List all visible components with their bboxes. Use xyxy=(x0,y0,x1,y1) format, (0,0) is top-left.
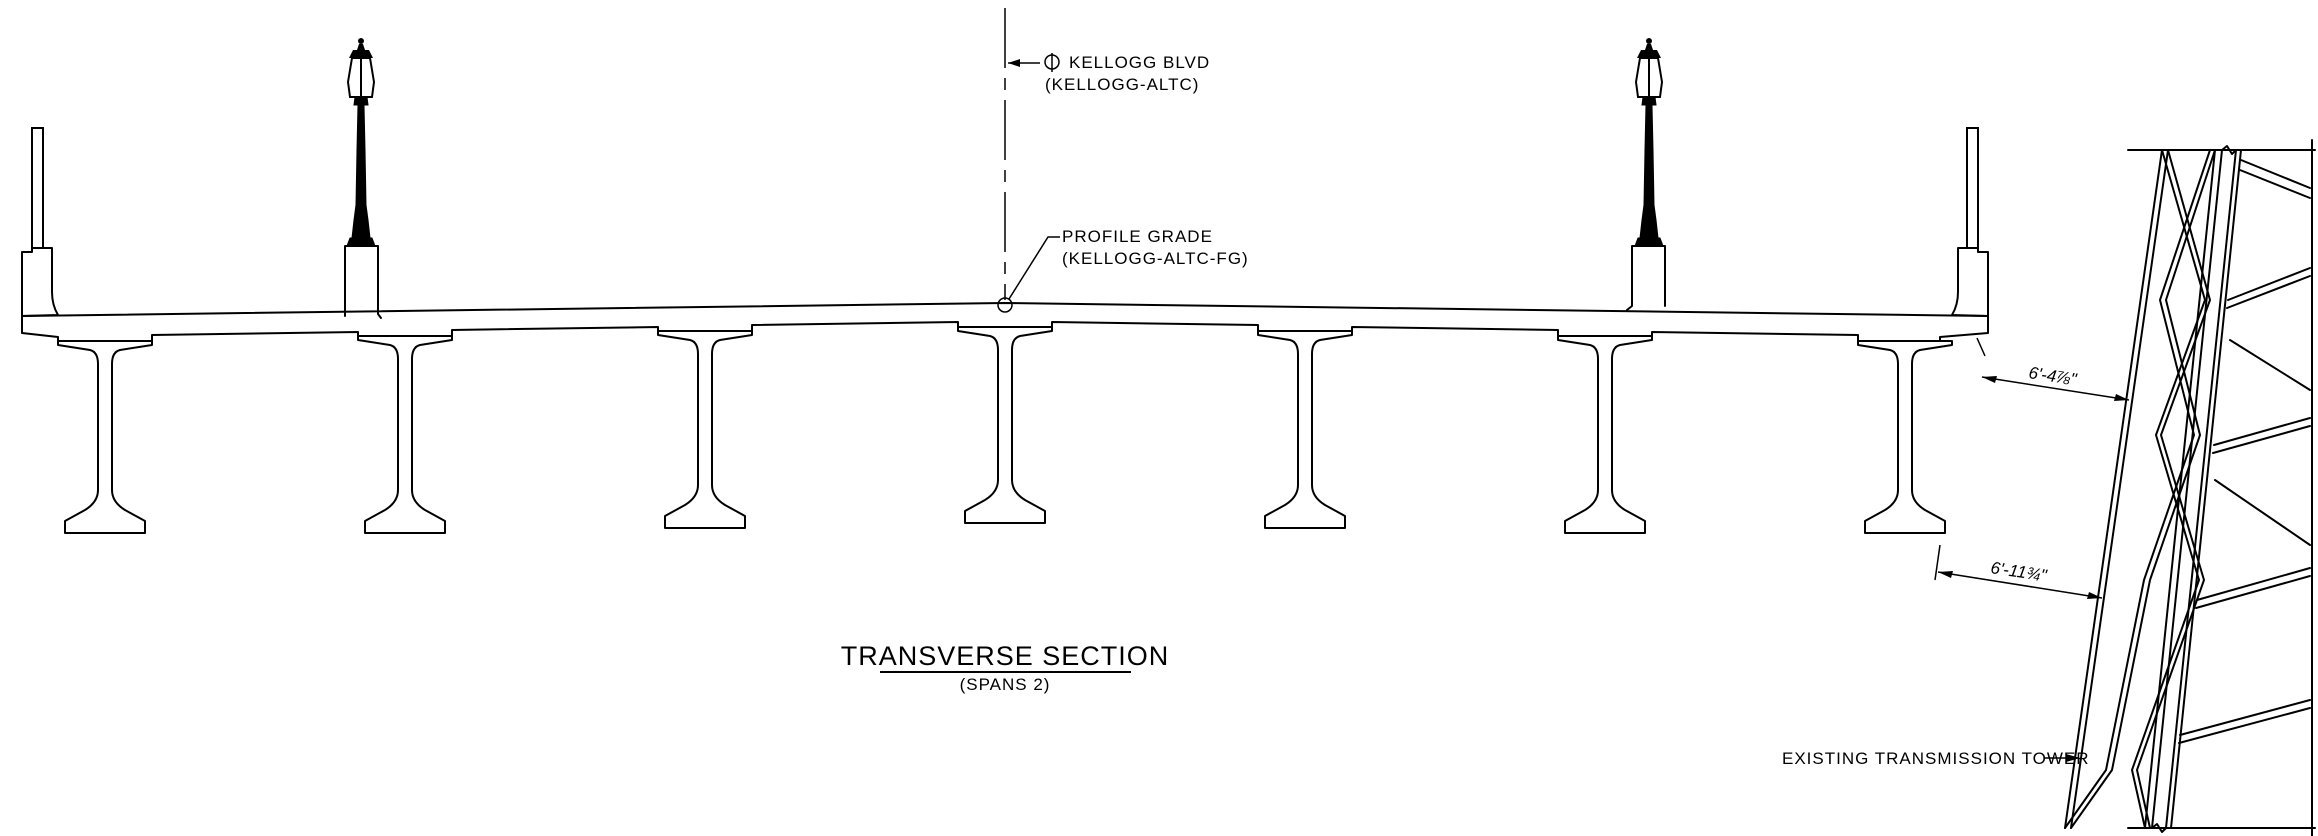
girder xyxy=(1257,330,1353,529)
girder xyxy=(357,335,453,534)
tower-leader xyxy=(2044,754,2080,762)
right-barrier xyxy=(1951,247,1989,317)
right-lamp-post xyxy=(1634,38,1664,247)
section-subtitle: (SPANS 2) xyxy=(960,675,1051,694)
girder xyxy=(1557,335,1653,534)
girder xyxy=(1857,340,1953,534)
profile-grade-leader xyxy=(1008,236,1060,300)
section-title: TRANSVERSE SECTION xyxy=(841,641,1170,671)
left-lamp-post xyxy=(346,38,376,247)
girder xyxy=(957,326,1053,524)
tower-label: EXISTING TRANSMISSION TOWER xyxy=(1782,749,2090,768)
centerline-label: KELLOGG BLVD xyxy=(1069,53,1210,72)
deck-slab xyxy=(21,302,1989,342)
centerline-symbol xyxy=(1008,53,1060,72)
right-light-pedestal xyxy=(1626,245,1666,311)
left-barrier xyxy=(21,247,59,317)
lower-dimension-line xyxy=(1934,544,2103,599)
transmission-tower xyxy=(2064,139,2316,836)
girder xyxy=(57,340,153,534)
right-railing-post xyxy=(1966,127,1979,249)
centerline-alignment-label: (KELLOGG-ALTC) xyxy=(1045,75,1199,94)
left-light-pedestal xyxy=(344,245,382,319)
profile-grade-label: PROFILE GRADE xyxy=(1062,227,1213,246)
girders xyxy=(57,326,1953,534)
profile-grade-marker xyxy=(997,297,1013,313)
upper-dimension-line xyxy=(1976,337,2130,401)
girder xyxy=(657,330,753,529)
left-railing-post xyxy=(31,127,44,249)
profile-grade-alignment-label: (KELLOGG-ALTC-FG) xyxy=(1062,249,1249,268)
